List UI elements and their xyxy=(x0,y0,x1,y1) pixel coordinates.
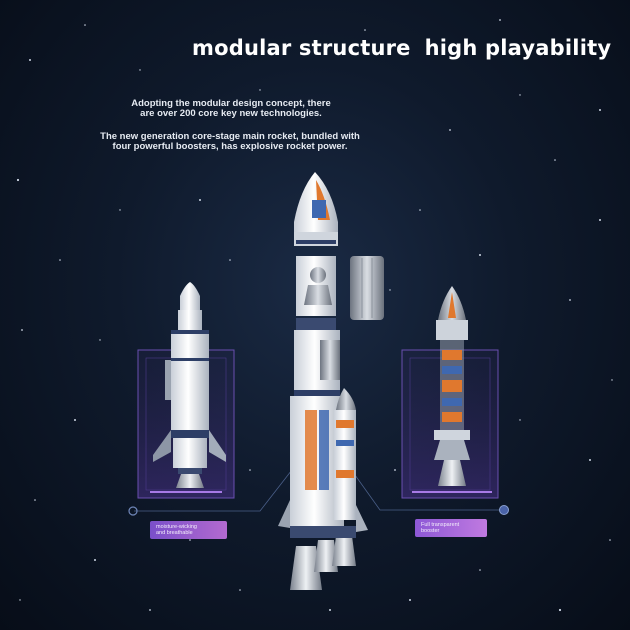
description-line-4: four powerful boosters, has explosive ro… xyxy=(112,141,348,152)
callout-lines xyxy=(134,465,504,512)
description-modular: Adopting the modular design concept, the… xyxy=(96,99,366,119)
description-core-stage: The new generation core-stage main rocke… xyxy=(80,132,380,152)
starfield xyxy=(16,19,613,612)
label-right-line-1: Full transparent xyxy=(421,522,460,528)
transparent-booster-rocket xyxy=(434,286,470,486)
label-right-line-2: booster xyxy=(421,528,440,534)
description-line-2: are over 200 core key new technologies. xyxy=(140,108,322,119)
headline-modular-structure: modular structure xyxy=(192,36,411,60)
label-moisture-wicking: moisture-wicking and breathable xyxy=(150,521,227,539)
description-line-3: The new generation core-stage main rocke… xyxy=(100,131,360,142)
callout-dot-left xyxy=(128,506,138,516)
white-booster-rocket xyxy=(153,282,226,488)
callout-dot-right xyxy=(499,505,509,515)
label-left-line-2: and breathable xyxy=(156,530,193,536)
headline-high-playability: high playability xyxy=(424,36,612,60)
description-line-1: Adopting the modular design concept, the… xyxy=(131,98,331,109)
core-stage-rocket xyxy=(278,172,384,590)
label-transparent-booster: Full transparent booster xyxy=(415,519,487,537)
label-left-line-1: moisture-wicking xyxy=(156,524,197,530)
page-headline: modular structure high playability xyxy=(192,36,611,60)
